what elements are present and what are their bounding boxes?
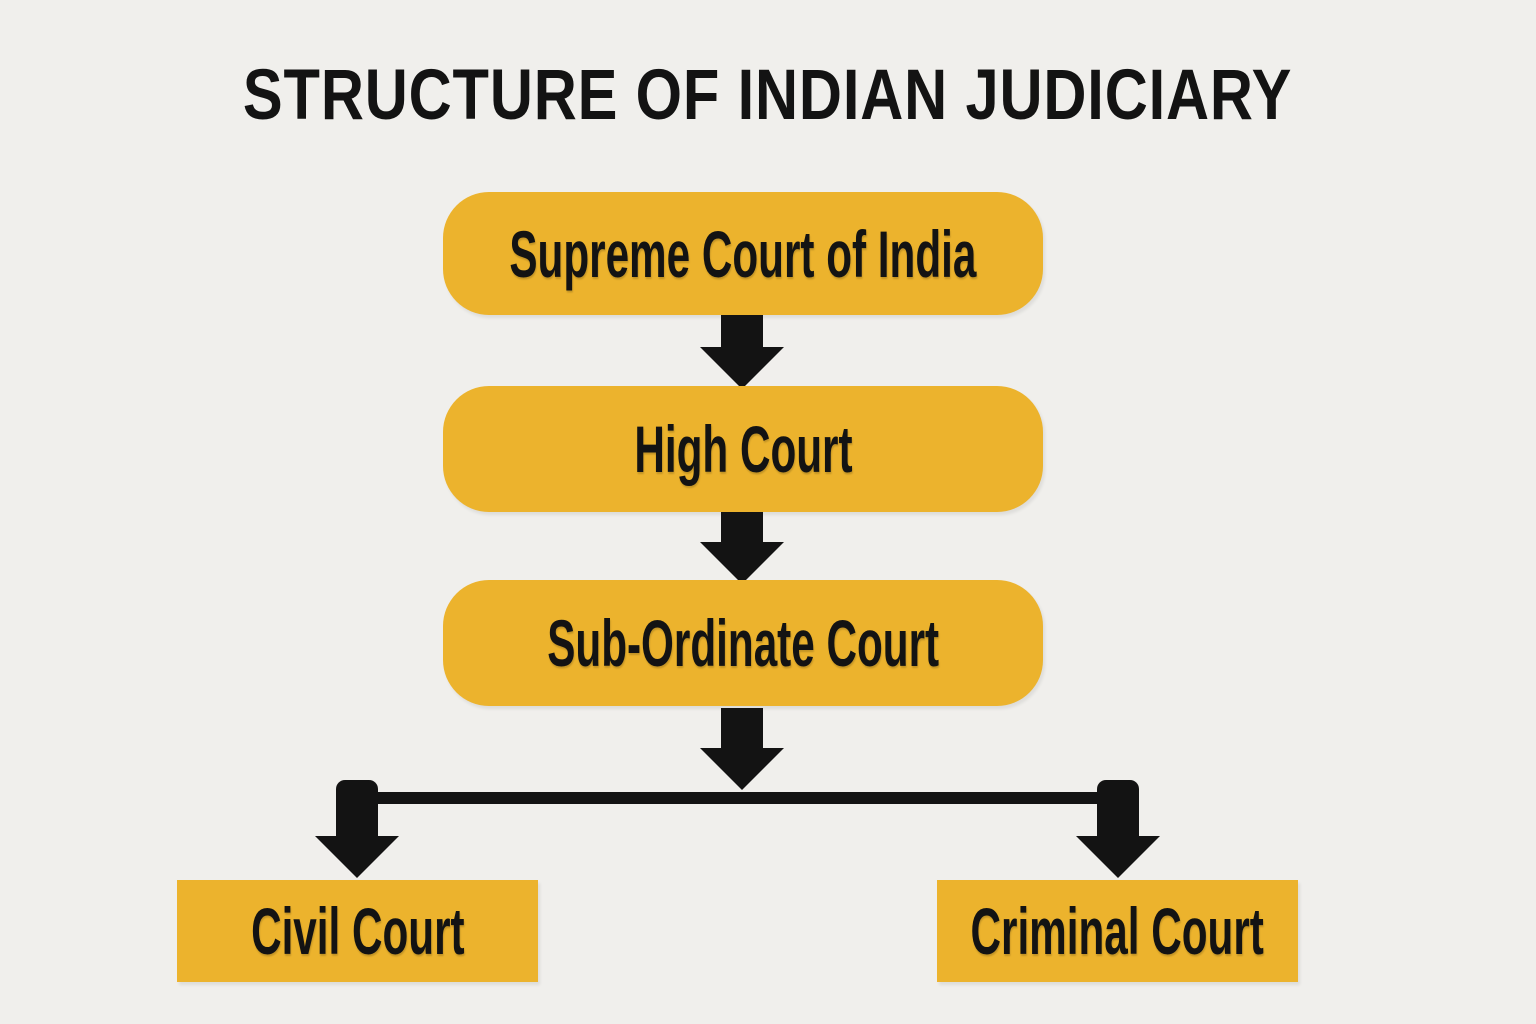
node-high-court: High Court: [443, 386, 1043, 512]
arrow-down-icon: [700, 315, 784, 389]
arrow-head: [700, 542, 784, 584]
arrow-stem: [721, 512, 763, 546]
arrow-down-left-branch-icon: [315, 780, 399, 878]
node-supreme-court-label: Supreme Court of India: [509, 216, 977, 291]
node-civil-court: Civil Court: [177, 880, 538, 982]
node-subordinate-court-label: Sub-Ordinate Court: [547, 606, 939, 680]
arrow-down-icon: [700, 708, 784, 790]
page-title: STRUCTURE OF INDIAN JUDICIARY: [0, 56, 1536, 135]
node-subordinate-court: Sub-Ordinate Court: [443, 580, 1043, 706]
page-title-text: STRUCTURE OF INDIAN JUDICIARY: [243, 55, 1293, 135]
arrow-down-icon: [700, 512, 784, 584]
arrow-stem: [721, 708, 763, 752]
node-criminal-court-label: Criminal Court: [970, 894, 1265, 968]
arrow-head: [700, 347, 784, 389]
node-high-court-label: High Court: [633, 412, 853, 486]
arrow-stem: [336, 780, 378, 840]
node-civil-court-label: Civil Court: [250, 894, 465, 968]
node-supreme-court: Supreme Court of India: [443, 192, 1043, 315]
arrow-stem: [1097, 780, 1139, 840]
arrow-head: [1076, 836, 1160, 878]
node-criminal-court: Criminal Court: [937, 880, 1298, 982]
arrow-stem: [721, 315, 763, 351]
branch-connector-line: [349, 792, 1135, 804]
arrow-head: [315, 836, 399, 878]
arrow-down-right-branch-icon: [1076, 780, 1160, 878]
arrow-head: [700, 748, 784, 790]
